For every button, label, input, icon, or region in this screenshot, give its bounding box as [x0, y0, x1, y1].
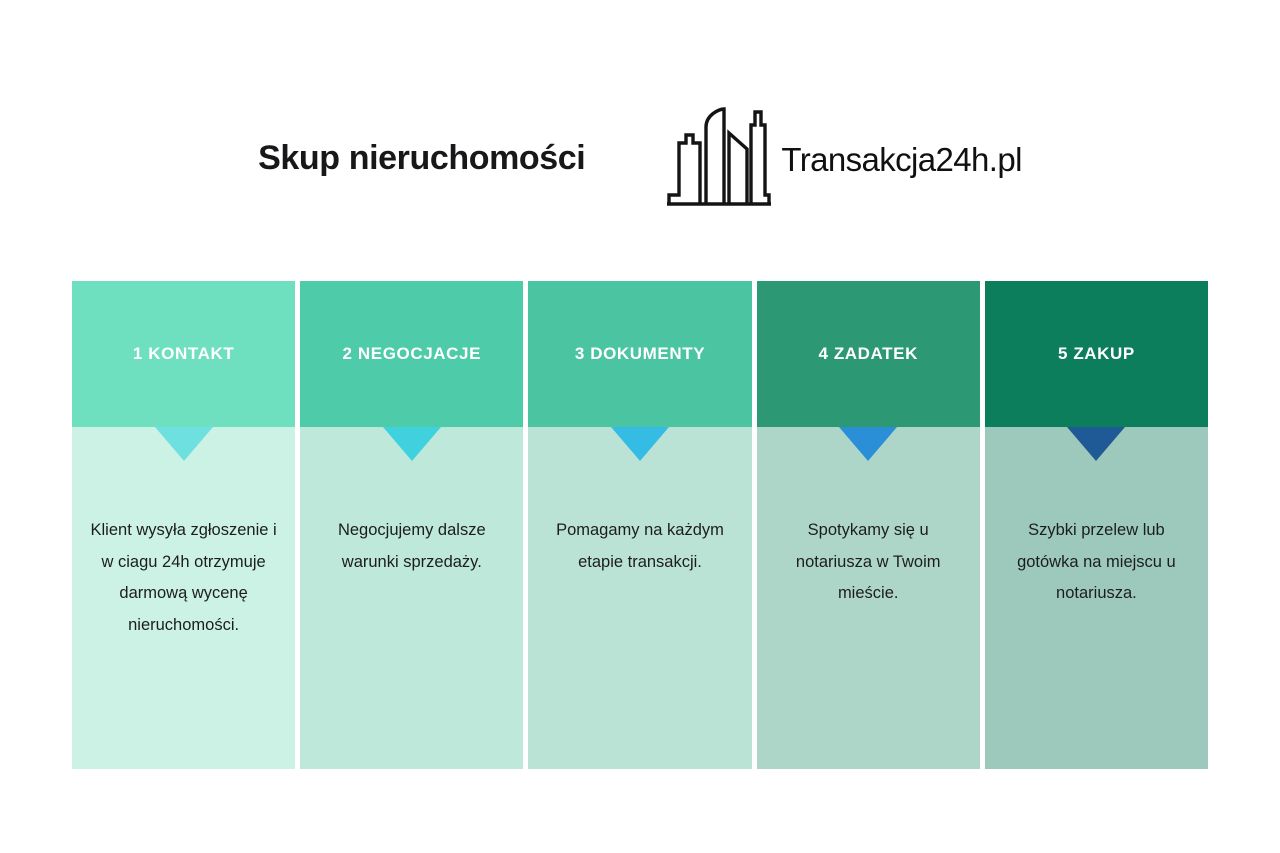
step-title-4: 4 ZADATEK	[818, 344, 918, 363]
down-arrow-icon-2	[382, 427, 441, 461]
step-header-5: 5 ZAKUP	[984, 281, 1209, 461]
step-header-4: 4 ZADATEK	[756, 281, 980, 461]
city-skyline-icon	[667, 105, 772, 211]
step-title-3: 3 DOKUMENTY	[574, 344, 706, 363]
step-header-3: 3 DOKUMENTY	[528, 281, 752, 461]
down-arrow-icon-3	[611, 427, 669, 461]
down-arrow-icon-1	[154, 427, 213, 461]
step-body-4: Spotykamy się u notariusza w Twoim mieśc…	[756, 427, 980, 769]
step-card-4: 4 ZADATEK Spotykamy się u notariusza w T…	[756, 281, 980, 769]
step-card-2: 2 NEGOCJACJE Negocjujemy dalsze warunki …	[300, 281, 524, 769]
step-body-2: Negocjujemy dalsze warunki sprzedaży.	[300, 427, 524, 769]
down-arrow-icon-4	[839, 427, 898, 461]
step-description-5: Szybki przelew lub gotówka na miejscu u …	[1017, 521, 1176, 602]
step-card-5: 5 ZAKUP Szybki przelew lub gotówka na mi…	[984, 281, 1209, 769]
step-title-2: 2 NEGOCJACJE	[342, 344, 482, 363]
header-band: Skup nieruchomości	[0, 98, 1280, 218]
step-description-4: Spotykamy się u notariusza w Twoim mieśc…	[795, 521, 941, 602]
step-header-1: 1 KONTAKT	[72, 281, 296, 461]
brand-name: Transakcja24h.pl	[781, 141, 1022, 178]
step-header-2: 2 NEGOCJACJE	[300, 281, 524, 461]
step-description-2: Negocjujemy dalsze warunki sprzedaży.	[337, 521, 486, 571]
step-card-3: 3 DOKUMENTY Pomagamy na każdym etapie tr…	[528, 281, 752, 769]
process-steps: 1 KONTAKT Klient wysyła zgłoszenie i w c…	[72, 281, 1209, 769]
step-card-1: 1 KONTAKT Klient wysyła zgłoszenie i w c…	[72, 281, 296, 769]
step-title-1: 1 KONTAKT	[132, 344, 235, 363]
step-body-5: Szybki przelew lub gotówka na miejscu u …	[984, 427, 1209, 769]
step-body-3: Pomagamy na każdym etapie transakcji.	[528, 427, 752, 769]
brand-lockup: Transakcja24h.pl	[667, 105, 1022, 211]
page-title: Skup nieruchomości	[258, 138, 586, 177]
step-description-1: Klient wysyła zgłoszenie i w ciagu 24h o…	[90, 521, 277, 634]
down-arrow-icon-5	[1067, 427, 1126, 461]
step-title-5: 5 ZAKUP	[1057, 344, 1135, 363]
step-body-1: Klient wysyła zgłoszenie i w ciagu 24h o…	[72, 427, 296, 769]
step-description-3: Pomagamy na każdym etapie transakcji.	[556, 521, 724, 571]
